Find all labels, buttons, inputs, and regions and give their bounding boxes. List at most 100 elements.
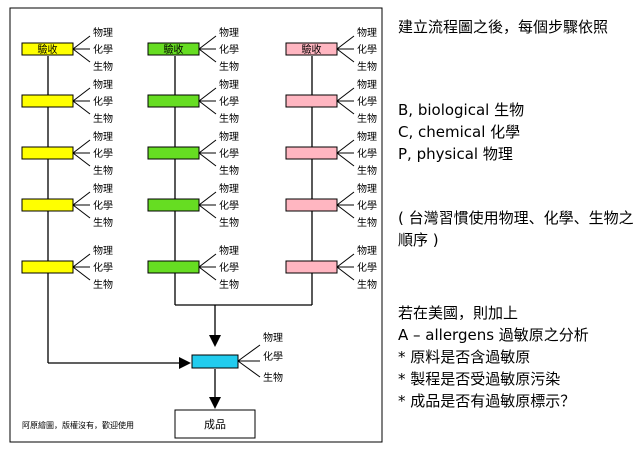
allergen-label-physical: 物理	[263, 331, 283, 344]
green-hazard-branch-4	[198, 191, 217, 219]
yellow-receiving-label: 驗收	[38, 43, 58, 56]
yellow-hazard-label-chemical-3: 化學	[93, 147, 113, 160]
green-hazard-label-biological-2: 生物	[219, 112, 239, 125]
product-label: 成品	[204, 418, 226, 431]
notes-allergen: 若在美國，則加上 A – allergens 過敏原之分析 * 原料是否含過敏原…	[398, 302, 634, 412]
green-step-box-5	[147, 260, 200, 274]
pink-hazard-label-physical-2: 物理	[357, 78, 377, 91]
yellow-hazard-label-physical-1: 物理	[93, 26, 113, 39]
yellow-hazard-label-chemical-4: 化學	[93, 199, 113, 212]
yellow-hazard-branch-3	[72, 139, 91, 167]
pink-hazard-label-physical-3: 物理	[357, 130, 377, 143]
yellow-hazard-label-physical-3: 物理	[93, 130, 113, 143]
pink-step-box-3	[285, 146, 338, 160]
green-step-box-3	[147, 146, 200, 160]
green-hazard-label-biological-3: 生物	[219, 164, 239, 177]
pink-step-box-4	[285, 198, 338, 212]
pink-hazard-label-biological-2: 生物	[357, 112, 377, 125]
green-hazard-label-physical-2: 物理	[219, 78, 239, 91]
yellow-to-allergen-arrowhead	[179, 357, 191, 369]
pink-hazard-label-chemical-4: 化學	[357, 199, 377, 212]
green-hazard-branch-2	[198, 87, 217, 115]
order-note: ( 台灣習慣使用物理、化學、生物之順序 )	[398, 209, 634, 249]
yellow-hazard-label-biological-3: 生物	[93, 164, 113, 177]
green-receiving-label: 驗收	[164, 43, 184, 56]
pink-hazard-label-chemical-5: 化學	[357, 261, 377, 274]
pink-hazard-label-chemical-1: 化學	[357, 43, 377, 56]
pink-step-box-2	[285, 94, 338, 108]
green-hazard-label-chemical-4: 化學	[219, 199, 239, 212]
green-hazard-label-chemical-5: 化學	[219, 261, 239, 274]
pink-hazard-branch-3	[336, 139, 355, 167]
yellow-hazard-label-physical-2: 物理	[93, 78, 113, 91]
yellow-hazard-label-biological-4: 生物	[93, 216, 113, 229]
allergen-label-chemical: 化學	[263, 350, 283, 363]
pink-hazard-label-biological-3: 生物	[357, 164, 377, 177]
green-hazard-label-chemical-1: 化學	[219, 43, 239, 56]
green-hazard-label-physical-1: 物理	[219, 26, 239, 39]
pink-hazard-branch-1	[336, 35, 355, 63]
green-hazard-label-biological-1: 生物	[219, 60, 239, 73]
yellow-hazard-label-biological-2: 生物	[93, 112, 113, 125]
product-box	[174, 409, 256, 439]
green-hazard-branch-1	[198, 35, 217, 63]
yellow-step-box-2	[21, 94, 74, 108]
allergen-bullet-2: * 製程是否受過敏原污染	[398, 370, 561, 388]
yellow-hazard-branch-1	[72, 35, 91, 63]
pink-hazard-label-physical-4: 物理	[357, 182, 377, 195]
legend-physical: P, physical 物理	[398, 145, 513, 163]
pink-hazard-label-biological-5: 生物	[357, 278, 377, 291]
green-hazard-branch-3	[198, 139, 217, 167]
green-hazard-label-chemical-3: 化學	[219, 147, 239, 160]
credit-text: 阿原繪圖，版權沒有，歡迎使用	[22, 420, 134, 430]
yellow-step-box-4	[21, 198, 74, 212]
pink-receiving-label: 驗收	[302, 43, 322, 56]
green-step-box-2	[147, 94, 200, 108]
pink-hazard-label-physical-1: 物理	[357, 26, 377, 39]
green-hazard-label-chemical-2: 化學	[219, 95, 239, 108]
pink-step-box-5	[285, 260, 338, 274]
pink-hazard-label-chemical-2: 化學	[357, 95, 377, 108]
legend-chemical: C, chemical 化學	[398, 123, 521, 141]
yellow-step-box-5	[21, 260, 74, 274]
notes-order: ( 台灣習慣使用物理、化學、生物之順序 )	[398, 207, 634, 251]
green-hazard-label-physical-3: 物理	[219, 130, 239, 143]
allergen-bullet-3: * 成品是否有過敏原標示？	[398, 392, 576, 410]
yellow-hazard-label-biological-5: 生物	[93, 278, 113, 291]
green-step-box-4	[147, 198, 200, 212]
yellow-hazard-label-chemical-1: 化學	[93, 43, 113, 56]
notes-panel: 建立流程圖之後，每個步驟依照	[398, 16, 634, 38]
allergen-branch	[237, 344, 261, 378]
notes-legend: B, biological 生物 C, chemical 化學 P, physi…	[398, 99, 634, 165]
yellow-hazard-label-biological-1: 生物	[93, 60, 113, 73]
yellow-hazard-branch-5	[72, 253, 91, 281]
yellow-hazard-label-physical-5: 物理	[93, 244, 113, 257]
yellow-hazard-branch-4	[72, 191, 91, 219]
allergen-label-biological: 生物	[263, 371, 283, 384]
allergen-line: A – allergens 過敏原之分析	[398, 326, 589, 344]
pink-hazard-label-physical-5: 物理	[357, 244, 377, 257]
merge-down-arrowhead	[209, 335, 221, 347]
green-hazard-branch-5	[198, 253, 217, 281]
pink-hazard-branch-2	[336, 87, 355, 115]
yellow-hazard-branch-2	[72, 87, 91, 115]
pink-hazard-label-biological-4: 生物	[357, 216, 377, 229]
pink-hazard-branch-5	[336, 253, 355, 281]
allergen-step-box	[191, 354, 239, 369]
allergen-down-arrowhead	[209, 397, 221, 409]
green-hazard-label-physical-5: 物理	[219, 244, 239, 257]
pink-hazard-branch-4	[336, 191, 355, 219]
allergen-bullet-1: * 原料是否含過敏原	[398, 348, 531, 366]
yellow-hazard-label-chemical-2: 化學	[93, 95, 113, 108]
legend-biological: B, biological 生物	[398, 101, 525, 119]
notes-intro: 建立流程圖之後，每個步驟依照	[398, 18, 609, 36]
yellow-step-box-3	[21, 146, 74, 160]
diagram-frame	[9, 7, 383, 443]
us-heading: 若在美國，則加上	[398, 304, 519, 322]
green-hazard-label-physical-4: 物理	[219, 182, 239, 195]
yellow-hazard-label-chemical-5: 化學	[93, 261, 113, 274]
yellow-hazard-label-physical-4: 物理	[93, 182, 113, 195]
green-hazard-label-biological-4: 生物	[219, 216, 239, 229]
pink-hazard-label-chemical-3: 化學	[357, 147, 377, 160]
